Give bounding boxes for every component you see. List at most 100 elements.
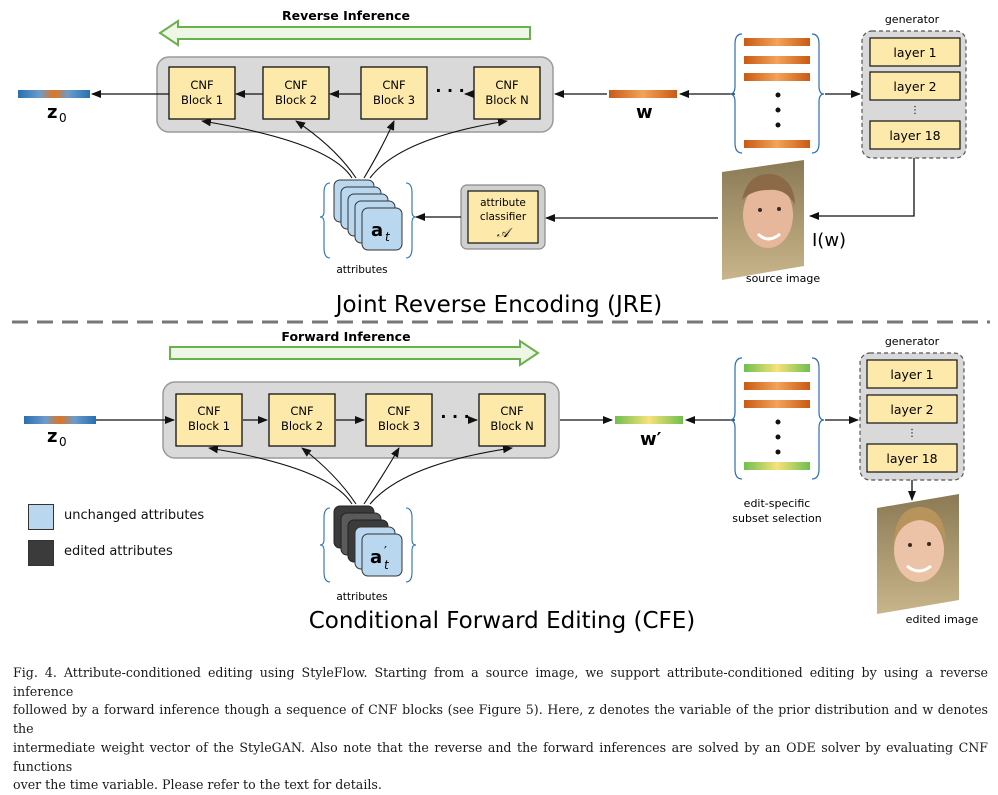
cfe-section-title: Conditional Forward Editing (CFE) (309, 608, 696, 634)
cfe-z0-sub: 0 (59, 435, 67, 449)
cfe-dot (775, 419, 781, 425)
jre-block-2-line2: Block 2 (275, 93, 317, 107)
cfe-layer-18 (866, 443, 958, 473)
cfe-wprime-vector (615, 416, 683, 424)
cfe-block-3-line2: Block 3 (378, 419, 420, 433)
classifier-line1: attribute (480, 197, 526, 209)
jre-attr-symbol: a (371, 220, 383, 241)
jre-z0-label: z (47, 102, 57, 123)
jre-block-3-line1: CNF (382, 78, 405, 92)
caption-line-2: followed by a forward inference though a… (13, 702, 988, 737)
jre-layer-2-label: layer 2 (893, 79, 936, 94)
jre-section-title: Joint Reverse Encoding (JRE) (334, 292, 662, 318)
cfe-layer-1 (866, 359, 958, 389)
cfe-attr-prime: ′ (384, 545, 387, 560)
jre-w-bracket-left (729, 33, 743, 154)
cfe-cnf-block-1 (175, 393, 243, 447)
cfe-dot (775, 434, 781, 440)
cfe-block-n-line1: CNF (500, 404, 523, 418)
cfe-wprime-label: w′ (640, 429, 662, 450)
cfe-block-3-line1: CNF (387, 404, 410, 418)
jre-layer-1-label: layer 1 (893, 45, 936, 60)
jre-block-n-line1: CNF (495, 78, 518, 92)
cfe-block-1-line2: Block 1 (188, 419, 230, 433)
jre-w-label: w (636, 102, 653, 123)
jre-attributes-label: attributes (336, 264, 387, 276)
cfe-attr-symbol: a (370, 547, 382, 568)
jre-dot (775, 107, 781, 113)
cfe-layer-2-label: layer 2 (890, 402, 933, 417)
cfe-layer-ellipsis: ⋮ (907, 428, 917, 439)
jre-cnf-block-1 (168, 66, 236, 120)
jre-attr-sub: t (385, 230, 391, 244)
classifier-symbol: 𝒜 (497, 226, 513, 241)
cfe-cnf-block-2 (268, 393, 336, 447)
jre-block-2-line1: CNF (284, 78, 307, 92)
cfe-wplus-row-3 (744, 400, 810, 408)
jre-block-1-line1: CNF (190, 78, 213, 92)
source-image (722, 160, 804, 280)
legend-edited-label: edited attributes (64, 544, 173, 559)
jre-z0-vector (18, 90, 90, 98)
jre-layer-18 (869, 120, 961, 150)
cfe-attributes-label: attributes (336, 591, 387, 603)
cfe-layer-2 (866, 394, 958, 424)
figure-caption: Fig. 4. Attribute-conditioned editing us… (13, 664, 988, 795)
jre-section: Reverse Inference CNF Block 1 CNF Block … (18, 8, 967, 285)
figure-diagram: Reverse Inference CNF Block 1 CNF Block … (12, 8, 990, 634)
cfe-cnf-block-3 (365, 393, 433, 447)
caption-line-1: Fig. 4. Attribute-conditioned editing us… (13, 665, 988, 699)
jre-layer-2 (869, 71, 961, 101)
source-image-label: source image (746, 272, 821, 285)
caption-line-4: over the time variable. Please refer to … (13, 777, 382, 793)
cfe-z0-vector (24, 416, 96, 424)
jre-attributes-stack: a t (319, 179, 417, 259)
jre-w-bracket-right (811, 33, 825, 154)
jre-attribute-condition-arrows (201, 118, 508, 179)
cfe-attributes-stack: a ′ t (319, 505, 417, 583)
legend-edited-swatch (28, 540, 54, 566)
cfe-z0-label: z (47, 426, 57, 447)
jre-cnf-block-3 (360, 66, 428, 120)
cfe-wplus-row-18 (744, 462, 810, 470)
jre-dot (775, 92, 781, 98)
jre-z0-sub: 0 (59, 111, 67, 125)
edited-image-label: edited image (906, 613, 979, 626)
cfe-attr-sub: t (384, 558, 390, 572)
subset-selection-line2: subset selection (732, 512, 821, 525)
cfe-attribute-condition-arrows (208, 445, 513, 505)
forward-inference-label: Forward Inference (281, 329, 410, 344)
jre-wplus-row-18 (744, 140, 810, 148)
cfe-wplus-row-1 (744, 364, 810, 372)
subset-selection-line1: edit-specific (744, 497, 811, 510)
cfe-wplus-row-2 (744, 382, 810, 390)
legend-unchanged-label: unchanged attributes (64, 508, 205, 523)
cfe-ellipsis: · · · (440, 407, 469, 426)
legend-unchanged-swatch (28, 504, 54, 530)
cfe-w-bracket-left (729, 357, 743, 480)
jre-dot (775, 122, 781, 128)
cfe-layer-18-label: layer 18 (886, 451, 937, 466)
cfe-cnf-block-n (478, 393, 546, 447)
cfe-block-n-line2: Block N (490, 419, 533, 433)
classifier-line2: classifier (480, 211, 527, 223)
jre-generator-title: generator (885, 13, 940, 26)
jre-layer-1 (869, 37, 961, 67)
jre-wplus-row-3 (744, 73, 810, 81)
caption-line-3: intermediate weight vector of the StyleG… (13, 739, 988, 774)
cfe-block-2-line1: CNF (290, 404, 313, 418)
jre-block-1-line2: Block 1 (181, 93, 223, 107)
cfe-section: Forward Inference CNF Block 1 CNF Block … (24, 329, 979, 626)
jre-wplus-row-1 (744, 38, 810, 46)
attribute-classifier-box (467, 190, 539, 244)
jre-layer-ellipsis: ⋮ (910, 105, 920, 116)
jre-w-vector (609, 90, 677, 98)
cfe-generator-title: generator (885, 335, 940, 348)
cfe-block-2-line2: Block 2 (281, 419, 323, 433)
jre-generator-to-image-arrow (809, 158, 915, 220)
cfe-w-bracket-right (811, 357, 825, 480)
jre-layer-18-label: layer 18 (889, 128, 940, 143)
jre-block-n-line2: Block N (485, 93, 528, 107)
forward-inference-arrow (169, 339, 540, 367)
jre-wplus-row-2 (744, 56, 810, 64)
